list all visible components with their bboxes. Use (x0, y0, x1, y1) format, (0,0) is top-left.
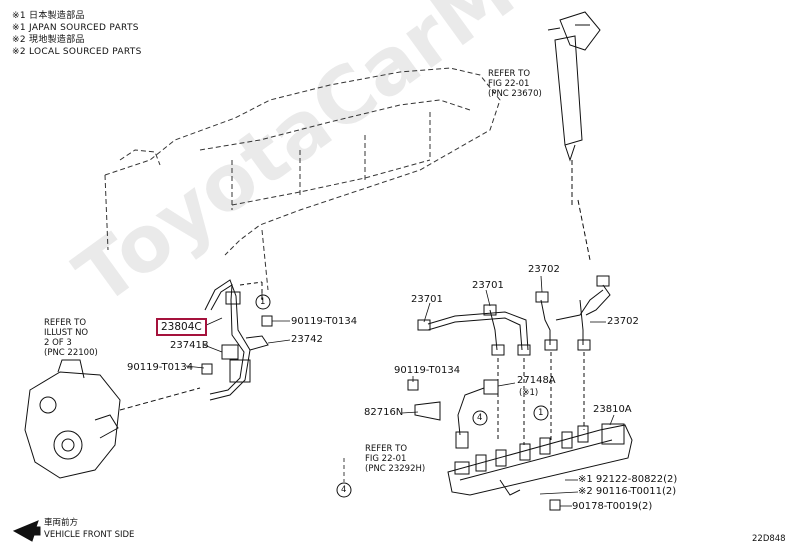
part-23810a[interactable]: 23810A (593, 404, 632, 415)
pipe-23804c (204, 279, 269, 401)
ref-bottom-2: FIG 22-01 (365, 454, 407, 464)
ref-injector-3: (PNC 23670) (488, 89, 542, 99)
front-label-en: VEHICLE FRONT SIDE (44, 530, 135, 540)
part-27148a-sub: (※1) (519, 388, 539, 398)
note-line-4: ※2 LOCAL SOURCED PARTS (12, 47, 142, 57)
common-rail (447, 423, 633, 496)
part-23702-a[interactable]: 23702 (528, 264, 560, 275)
pipes-right (417, 275, 611, 445)
part-23701-a[interactable]: 23701 (411, 294, 443, 305)
part-23702-b[interactable]: 23702 (607, 316, 639, 327)
note-line-3: ※2 現地製造部品 (12, 35, 85, 45)
part-23742[interactable]: 23742 (291, 334, 323, 345)
engine-head-outline (104, 67, 501, 291)
injector-assembly (547, 11, 601, 261)
callout-1-b: 1 (538, 408, 544, 418)
ref-injector-2: FIG 22-01 (488, 79, 530, 89)
part-27148a[interactable]: 27148A (517, 375, 556, 386)
part-90116[interactable]: ※2 90116-T0011(2) (578, 486, 677, 497)
ref-pump-3: 2 OF 3 (44, 338, 72, 348)
callout-4-b: 4 (341, 485, 347, 495)
leader-lines (185, 275, 615, 507)
ref-injector-1: REFER TO (488, 69, 531, 79)
part-23741b[interactable]: 23741B (170, 340, 209, 351)
ref-pump-1: REFER TO (44, 318, 87, 328)
callout-circles (255, 294, 549, 498)
ref-pump-4: (PNC 22100) (44, 348, 98, 358)
supply-pump (24, 359, 201, 479)
part-90178[interactable]: 90178-T0019(2) (572, 501, 653, 512)
callout-4-a: 4 (477, 413, 483, 423)
front-label-jp: 車両前方 (44, 518, 79, 528)
part-90119-b[interactable]: 90119-T0134 (291, 316, 358, 327)
ref-bottom-1: REFER TO (365, 444, 408, 454)
ref-pump-2: ILLUST NO (44, 328, 89, 338)
part-92122[interactable]: ※1 92122-80822(2) (578, 474, 678, 485)
figure-number: 22D848 (752, 534, 786, 544)
callout-1-a: 1 (260, 297, 266, 307)
part-90119-c[interactable]: 90119-T0134 (394, 365, 461, 376)
ref-bottom-3: (PNC 23292H) (365, 464, 426, 474)
part-23804c-highlighted[interactable]: 23804C (156, 318, 207, 336)
part-90119-a[interactable]: 90119-T0134 (127, 362, 194, 373)
note-line-2: ※1 JAPAN SOURCED PARTS (12, 23, 139, 33)
note-line-1: ※1 日本製造部品 (12, 11, 85, 21)
part-82716n[interactable]: 82716N (364, 407, 404, 418)
pressure-sensor (455, 379, 499, 449)
front-arrow (12, 520, 41, 542)
part-23701-b[interactable]: 23701 (472, 280, 504, 291)
